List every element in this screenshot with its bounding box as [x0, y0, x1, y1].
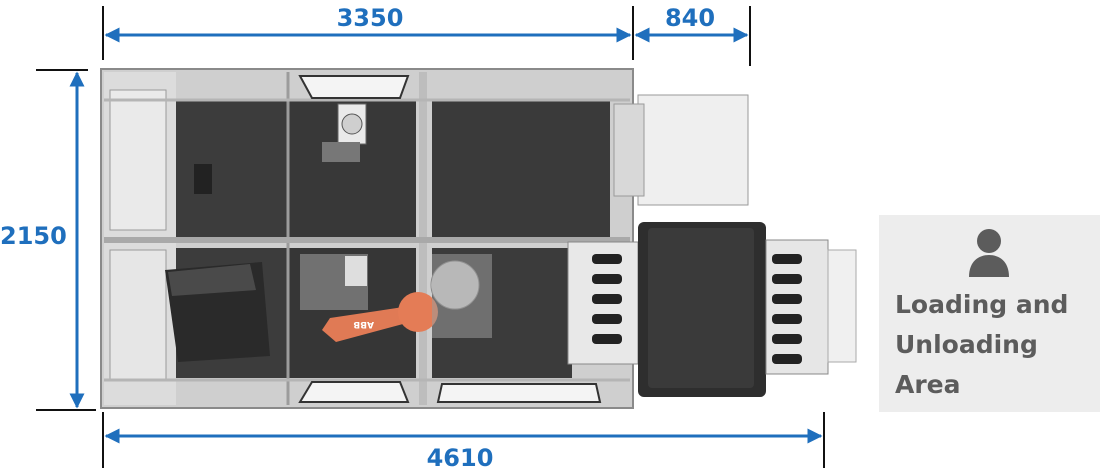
robot-brand-label: ABB	[353, 319, 374, 329]
dimension-840-label: 840	[664, 4, 716, 32]
loading-area-label: Loading and Unloading Area	[895, 290, 1069, 399]
robot-cell: ABB	[100, 68, 639, 409]
loading-area-box: Loading and Unloading Area	[879, 215, 1100, 412]
dimension-2150-label: 2150	[0, 222, 67, 250]
dimension-lines	[36, 6, 825, 468]
side-units	[613, 94, 857, 397]
dimension-3350-label: 3350	[336, 4, 404, 32]
dimension-4610-label: 4610	[426, 444, 494, 472]
person-icon	[969, 229, 1009, 277]
